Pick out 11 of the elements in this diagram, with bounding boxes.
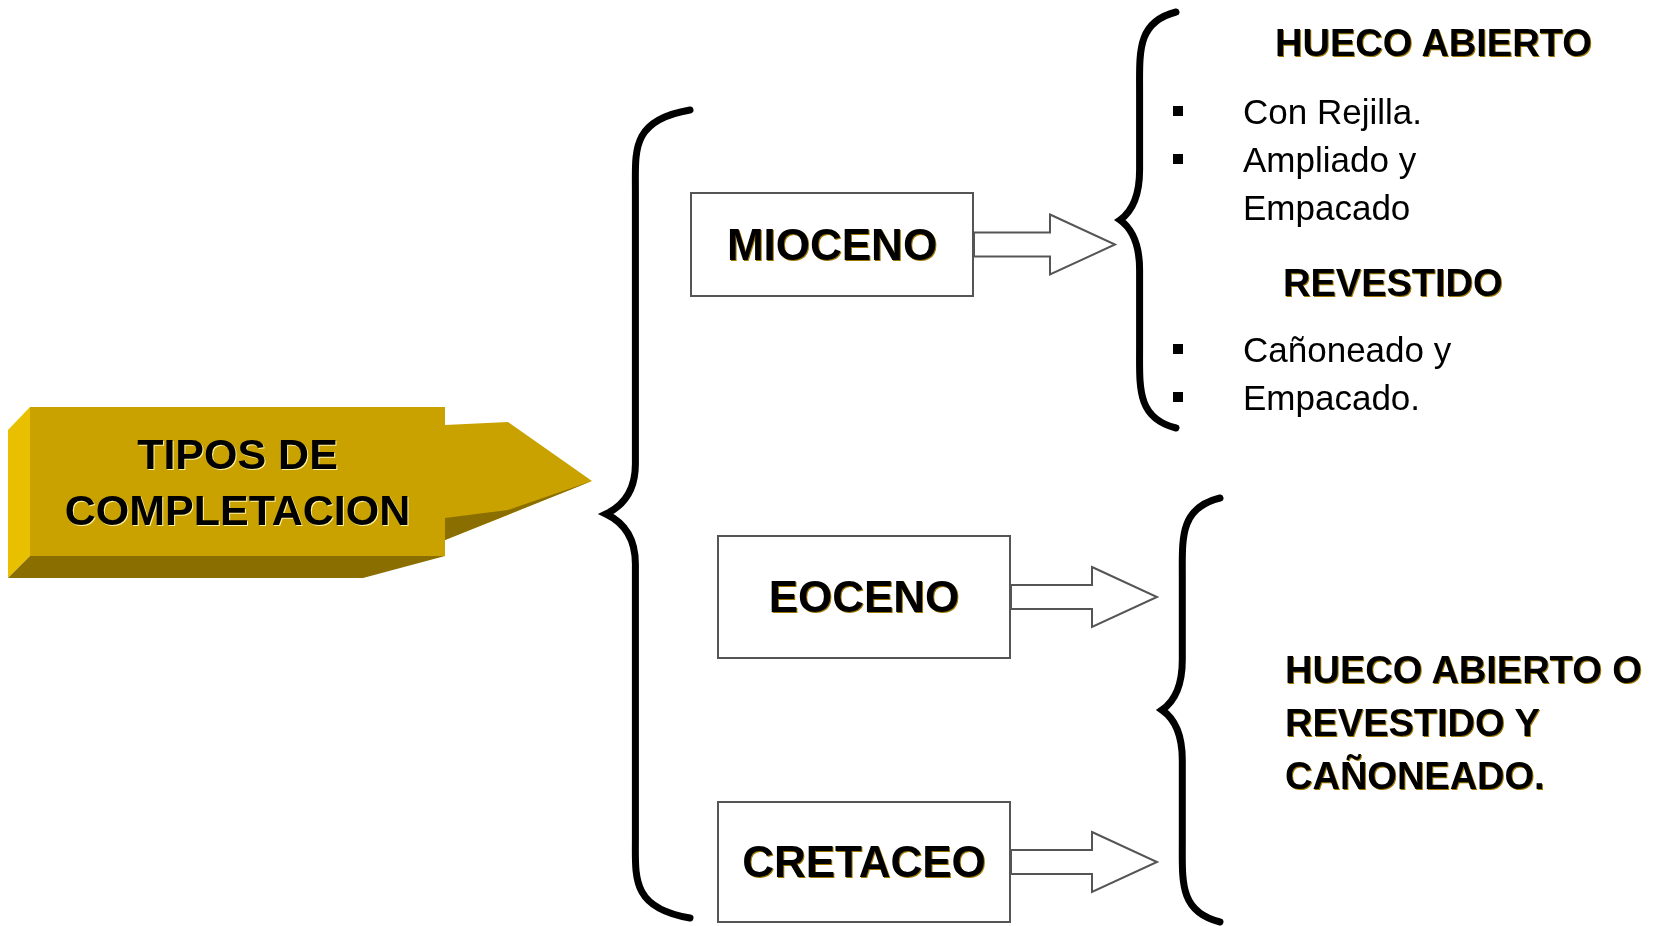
heading: REVESTIDO [1283,262,1503,305]
process-box: MIOCENO [690,192,974,297]
heading: HUECO ABIERTO [1275,22,1592,65]
bullet-text: Empacado. [1243,377,1421,419]
node-label: HUECO ABIERTO O REVESTIDO Y CAÑONEADO. [1285,648,1643,799]
process-box: EOCENO [717,535,1011,659]
bullet-text: Cañoneado y [1243,329,1452,371]
process-box: CRETACEO [717,801,1011,923]
bullet-text: Con Rejilla. [1243,91,1422,133]
bullet-text: Ampliado y Empacado [1243,139,1418,229]
node-label: TIPOS DE COMPLETACION [63,428,412,536]
